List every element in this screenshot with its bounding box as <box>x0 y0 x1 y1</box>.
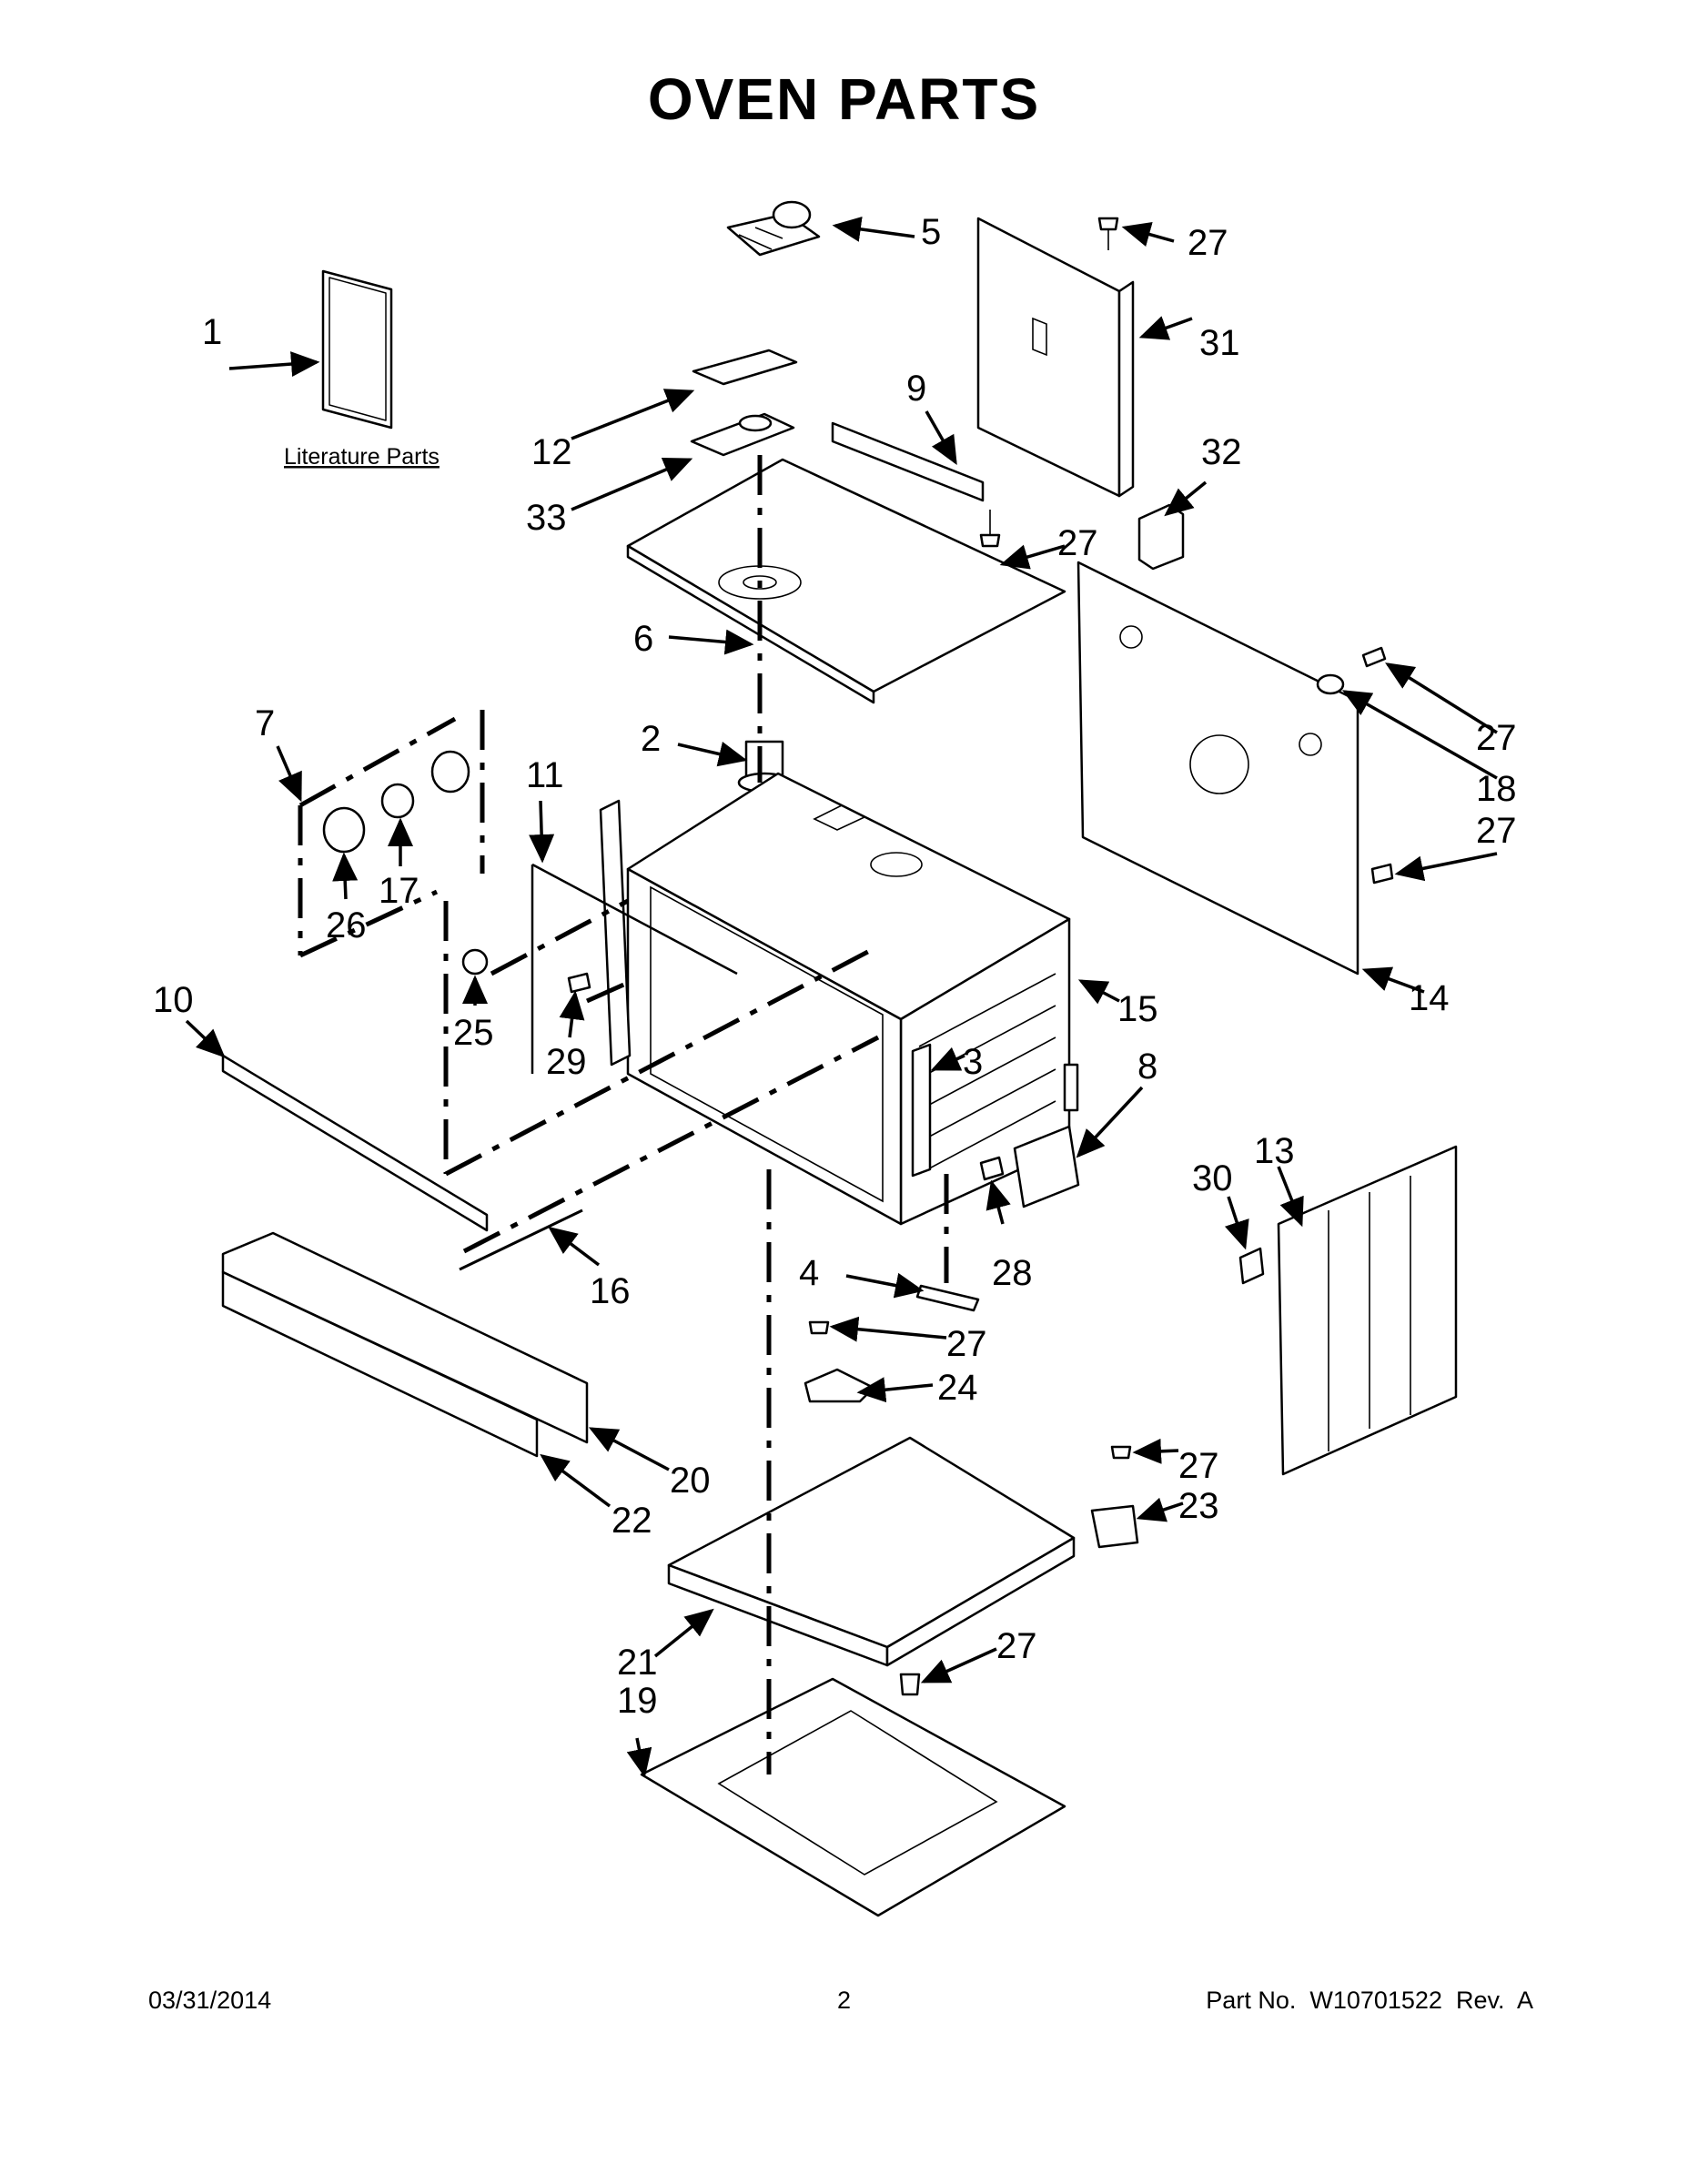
screw-27-right-a <box>1361 646 1387 668</box>
literature-manual <box>321 269 393 430</box>
callout-27-f: 27 <box>1178 1446 1219 1486</box>
clip-30 <box>1238 1247 1265 1285</box>
hinge-bracket-24 <box>804 1368 875 1403</box>
callout-28: 28 <box>992 1253 1033 1293</box>
callout-17: 17 <box>379 871 419 911</box>
callout-27-c: 27 <box>1476 718 1517 758</box>
callout-31: 31 <box>1199 323 1240 363</box>
vent-duct-part <box>221 1231 589 1444</box>
callout-32: 32 <box>1201 432 1242 472</box>
callout-4: 4 <box>799 1253 819 1293</box>
hinge-plate-4 <box>915 1284 980 1312</box>
lower-trim-part <box>221 1270 539 1458</box>
vent-rail-part <box>831 421 985 502</box>
relay-board-part <box>726 200 821 257</box>
oven-cavity-part <box>626 772 1071 1226</box>
base-tray-part <box>640 1677 1066 1917</box>
callout-25: 25 <box>453 1013 494 1053</box>
callout-19: 19 <box>617 1681 658 1721</box>
callout-12: 12 <box>531 432 572 472</box>
callout-8: 8 <box>1137 1046 1157 1087</box>
vent-grille-part <box>1013 1125 1080 1208</box>
screw-27-bottom <box>899 1673 921 1696</box>
oven-sensor-part <box>459 1208 583 1271</box>
screw-28 <box>979 1156 1005 1181</box>
screw-27-right-b <box>1370 863 1394 885</box>
callout-20: 20 <box>670 1461 711 1501</box>
callout-10: 10 <box>153 980 194 1020</box>
callout-22: 22 <box>612 1501 652 1541</box>
hinge-bracket-part <box>911 1043 932 1178</box>
centerline-door-right <box>462 898 880 1254</box>
callout-18: 18 <box>1476 769 1517 809</box>
screw-29 <box>567 972 591 994</box>
trim-strip-part <box>221 1054 489 1232</box>
callout-11: 11 <box>526 755 564 795</box>
screw-27-hinge <box>808 1320 830 1335</box>
callout-9: 9 <box>906 369 926 409</box>
callout-21: 21 <box>617 1643 658 1683</box>
callout-23: 23 <box>1178 1486 1219 1526</box>
footer-part-number: Part No. W10701522 Rev. A <box>1206 1987 1533 2014</box>
callout-1: 1 <box>202 312 222 352</box>
callout-arrows <box>185 216 1498 1778</box>
callout-6: 6 <box>633 619 653 659</box>
front-frame-side-part <box>599 799 632 1067</box>
junction-box-part <box>1137 503 1185 571</box>
callout-27-a: 27 <box>1188 223 1228 263</box>
callout-15: 15 <box>1117 989 1158 1029</box>
callout-30: 30 <box>1192 1158 1233 1198</box>
callout-14: 14 <box>1409 978 1450 1018</box>
callout-2: 2 <box>641 719 661 759</box>
callout-27-g: 27 <box>996 1626 1037 1666</box>
centerline-door-left <box>443 901 880 1177</box>
latch-part <box>1063 1063 1079 1112</box>
callout-29: 29 <box>546 1042 587 1082</box>
callout-24: 24 <box>937 1368 978 1408</box>
top-cover-plate-part <box>626 458 1066 704</box>
callout-3: 3 <box>963 1042 983 1082</box>
callout-7: 7 <box>255 703 275 743</box>
grommet-25 <box>461 948 489 976</box>
callout-26: 26 <box>326 905 367 945</box>
screw-27-bracket23 <box>1110 1445 1132 1460</box>
control-knob-set-part <box>322 750 470 854</box>
footer-page-number: 2 <box>836 1987 852 2014</box>
page-title: OVEN PARTS <box>647 66 1041 132</box>
right-side-shield-part <box>1277 1145 1458 1476</box>
callout-27-d: 27 <box>1476 811 1517 851</box>
bracket-23 <box>1090 1504 1139 1549</box>
callout-13: 13 <box>1254 1131 1295 1171</box>
washer-18 <box>1316 673 1345 695</box>
screw-27-top <box>1097 217 1119 250</box>
callout-16: 16 <box>590 1271 631 1311</box>
side-panel-part <box>1076 561 1359 976</box>
door-gasket-wire-part <box>531 863 738 1074</box>
callout-27-b: 27 <box>1057 523 1098 563</box>
bracket-33-part <box>690 412 795 457</box>
literature-parts-label: Literature Parts <box>284 444 440 470</box>
screw-27-mid <box>979 510 1001 548</box>
footer-date: 03/31/2014 <box>148 1987 272 2014</box>
bottom-panel-part <box>667 1436 1076 1667</box>
rear-panel-part <box>976 217 1135 498</box>
callout-33: 33 <box>526 498 567 538</box>
bracket-12-part <box>692 349 798 386</box>
knob-group-outline <box>298 710 485 958</box>
callout-27-e: 27 <box>946 1324 987 1364</box>
callout-5: 5 <box>921 212 941 252</box>
